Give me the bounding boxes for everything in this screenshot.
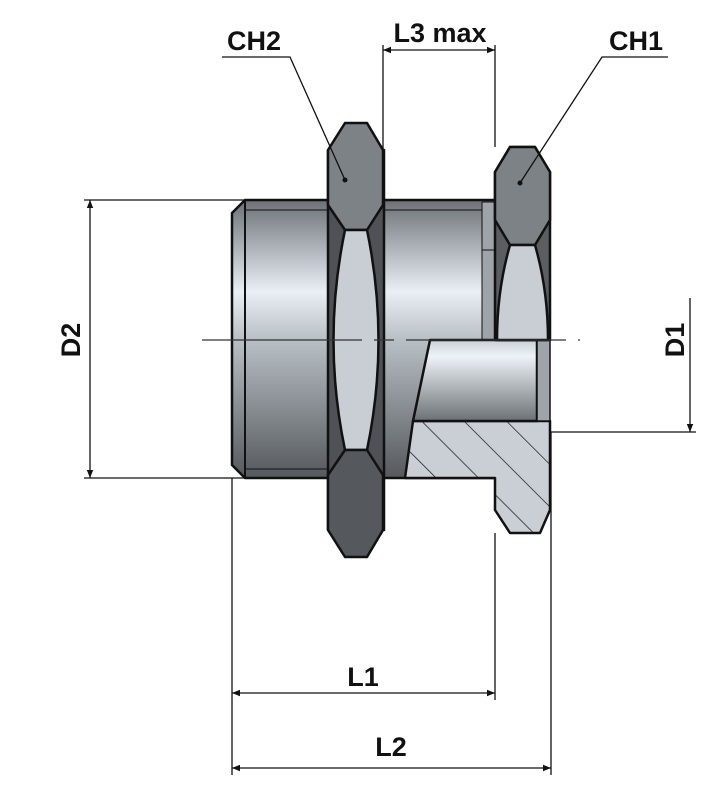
dimension-l2: L2 [232,732,551,772]
ch1-label: CH1 [609,26,663,56]
threaded-end [230,198,332,480]
l1-label: L1 [347,662,379,692]
dimension-l3max: L3 max [383,18,495,54]
nut-ch1 [493,145,552,342]
dimension-l1: L1 [232,662,495,697]
leader-ch2: CH2 [222,26,348,183]
leader-ch1: CH1 [517,26,668,186]
dimension-d1: D1 [660,298,694,432]
ch2-label: CH2 [227,26,281,56]
d2-label: D2 [56,323,86,358]
dimension-d2: D2 [56,200,94,478]
section-cut [403,338,552,535]
d1-label: D1 [660,323,690,358]
l2-label: L2 [375,732,407,762]
l3max-label: L3 max [393,18,486,48]
extension-lines [84,45,696,775]
